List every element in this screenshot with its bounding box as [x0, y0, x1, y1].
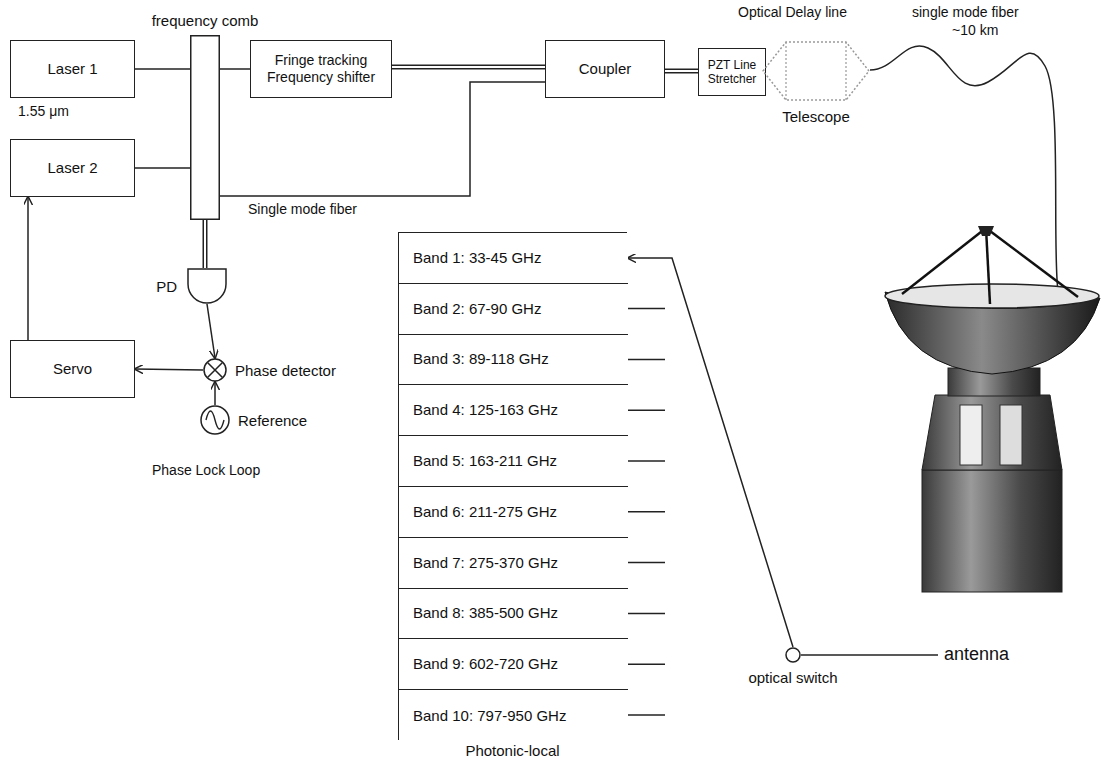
- length-note: ~10 km: [952, 22, 998, 38]
- mixer-circle-outline: [203, 358, 227, 382]
- band-row: Band 9: 602-720 GHz: [399, 639, 628, 690]
- fiber-label: Single mode fiber: [248, 201, 357, 217]
- node-label: Band 6: 211-275 GHz: [413, 503, 557, 521]
- antenna-dish: [885, 226, 1100, 592]
- band-row: Band 2: 67-90 GHz: [399, 284, 628, 335]
- oscillator-circle-outline: [200, 405, 230, 435]
- telescope-shape: Telescope: [762, 40, 870, 102]
- connector: [215, 382, 216, 405]
- connector: [135, 69, 190, 70]
- node-label: Band 10: 797-950 GHz: [413, 707, 566, 725]
- node-label: Reference: [238, 412, 307, 429]
- node-label: Fringe tracking Frequency shifter: [251, 52, 391, 86]
- comb-bar-outline: [190, 35, 220, 220]
- mixer-circle: Phase detector: [203, 358, 227, 382]
- coupler-box: Coupler: [545, 40, 665, 98]
- laser-box: Laser 2: [10, 139, 135, 197]
- node-label: Coupler: [579, 60, 632, 78]
- node-label: Band 9: 602-720 GHz: [413, 655, 558, 673]
- connector: [135, 369, 203, 370]
- fiber-cable: [870, 46, 1058, 292]
- node-label: Photonic-local: [465, 742, 559, 759]
- delay-line-label: Optical Delay line: [738, 4, 847, 20]
- stretcher-box: PZT Line Stretcher: [698, 48, 766, 96]
- comb-bar: frequency comb: [190, 35, 220, 220]
- band-row: Band 6: 211-275 GHz: [399, 487, 628, 538]
- telescope-shape-outline: [762, 40, 870, 102]
- shifter-box: Fringe tracking Frequency shifter: [250, 40, 392, 98]
- switch-circle-outline: [785, 647, 801, 663]
- band-row: Band 10: 797-950 GHz: [399, 690, 628, 741]
- switch-circle: optical switch: [785, 647, 801, 663]
- node-label: PD: [156, 278, 177, 295]
- node-label: Band 1: 33-45 GHz: [413, 249, 541, 267]
- node-label: Band 5: 163-211 GHz: [413, 452, 557, 470]
- connector: [665, 71, 698, 72]
- fiber-label: single mode fiber: [912, 4, 1019, 20]
- connector: [628, 258, 793, 647]
- photodiode-outline: [187, 268, 227, 304]
- band-row: Band 1: 33-45 GHz: [399, 233, 628, 284]
- connector: [220, 82, 545, 196]
- node-label: frequency comb: [152, 12, 259, 29]
- node-label: Band 4: 125-163 GHz: [413, 401, 558, 419]
- node-label: optical switch: [748, 669, 837, 686]
- node-label: Band 2: 67-90 GHz: [413, 300, 541, 318]
- antenna-lead: [801, 654, 938, 656]
- photodiode: PD: [187, 268, 227, 304]
- band-row: Band 4: 125-163 GHz: [399, 385, 628, 436]
- laser-box: Laser 1: [10, 40, 135, 98]
- oscillator-circle: Reference: [200, 405, 230, 435]
- node-label: Laser 1: [47, 60, 97, 78]
- node-label: Phase detector: [235, 362, 336, 379]
- loop-label: Phase Lock Loop: [152, 462, 260, 478]
- connector: [207, 304, 215, 358]
- servo-box: Servo: [10, 340, 135, 398]
- band-stubs: [627, 309, 665, 715]
- connector: [392, 67, 545, 68]
- node-label: PZT Line Stretcher: [699, 58, 765, 87]
- band-row: Band 8: 385-500 GHz: [399, 589, 628, 640]
- node-label: Band 7: 275-370 GHz: [413, 554, 558, 572]
- node-label: Servo: [53, 360, 92, 378]
- connector: [205, 220, 206, 268]
- node-label: Band 3: 89-118 GHz: [413, 350, 549, 368]
- band-row: Band 7: 275-370 GHz: [399, 538, 628, 589]
- node-label: Laser 2: [47, 159, 97, 177]
- node-label: Telescope: [782, 108, 850, 125]
- antenna-label: antenna: [944, 644, 1009, 665]
- connector: [28, 197, 29, 340]
- connector: [135, 168, 190, 169]
- band-row: Band 3: 89-118 GHz: [399, 335, 628, 386]
- connector: [220, 69, 250, 70]
- band-row: Band 5: 163-211 GHz: [399, 436, 628, 487]
- band-stack: Photonic-localBand 1: 33-45 GHzBand 2: 6…: [398, 232, 627, 740]
- node-label: Band 8: 385-500 GHz: [413, 604, 558, 622]
- wavelength-note: 1.55 μm: [18, 103, 69, 119]
